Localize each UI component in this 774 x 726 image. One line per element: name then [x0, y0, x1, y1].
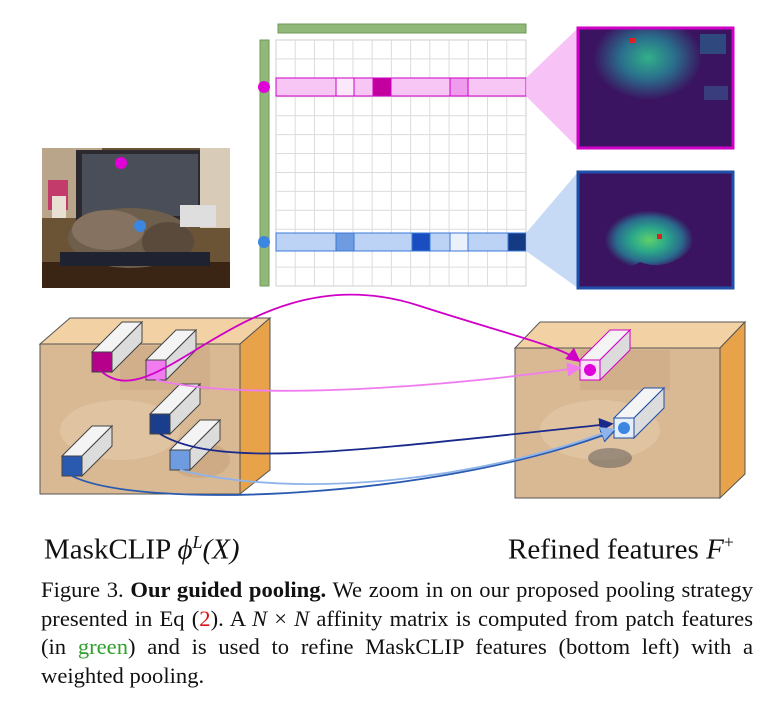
feature-column-navy	[148, 382, 202, 436]
caption-green-word: green	[77, 634, 129, 660]
maskclip-label: MaskCLIP ϕL(X)	[44, 532, 240, 566]
blue-affinity-row	[275, 232, 527, 252]
magenta-affinity-row	[275, 77, 527, 97]
blue-row-marker	[258, 236, 270, 248]
figure-caption: Figure 3. Our guided pooling. We zoom in…	[41, 577, 754, 688]
caption-figure-number: Figure 3.	[41, 577, 124, 602]
pooling-arrows	[71, 293, 616, 496]
feature-column-pink	[144, 328, 198, 382]
affinity-matrix	[275, 39, 527, 287]
refined-features-label: Refined features F+	[508, 532, 734, 566]
magenta-query-point	[115, 157, 127, 169]
feature-column-magenta	[90, 320, 144, 374]
magenta-affinity-heatmap	[576, 26, 735, 150]
refined-column-magenta	[578, 328, 632, 382]
patch-features-top-bar	[277, 23, 527, 34]
feature-column-light-blue	[168, 418, 222, 472]
magenta-row-marker	[258, 81, 270, 93]
blue-query-point	[134, 220, 146, 232]
blue-affinity-heatmap	[576, 170, 735, 290]
refined-column-blue	[612, 386, 666, 440]
feature-column-blue	[60, 424, 114, 478]
patch-features-side-bar	[259, 39, 270, 287]
equation-reference-link[interactable]: 2	[199, 605, 211, 631]
cat-photo	[42, 148, 230, 288]
guided-pooling-figure	[38, 23, 747, 500]
caption-title: Our guided pooling.	[130, 577, 327, 602]
